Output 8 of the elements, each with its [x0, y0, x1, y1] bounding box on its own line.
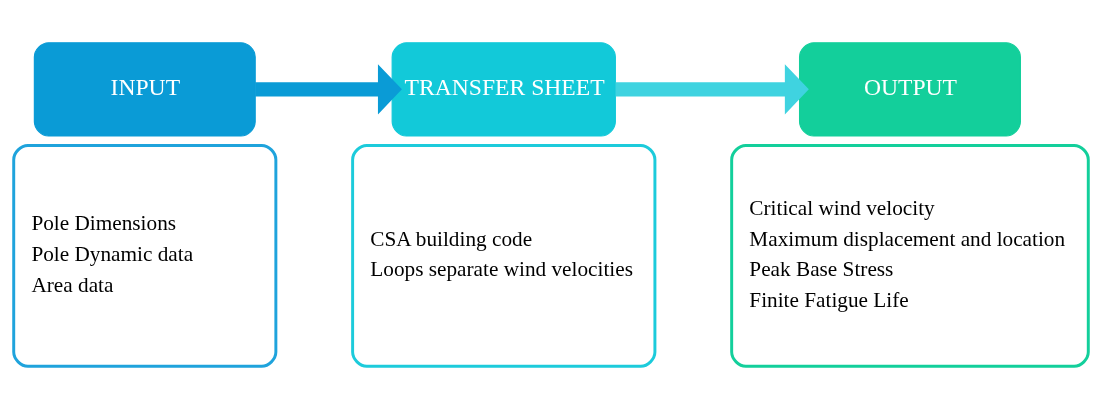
- node-box: CSA building code Loops separate wind velocities: [351, 144, 657, 368]
- node-box: Pole Dimensions Pole Dynamic data Area data: [12, 144, 278, 368]
- arrow: [255, 64, 402, 115]
- node-box: TRANSFER SHEET: [391, 42, 616, 137]
- node-box: Critical wind velocity Maximum displacement and location Peak Base Stress Finite Fatigue Life: [730, 144, 1090, 368]
- arrow: [615, 64, 809, 115]
- node-box: OUTPUT: [799, 42, 1021, 137]
- node-box: INPUT: [33, 42, 256, 137]
